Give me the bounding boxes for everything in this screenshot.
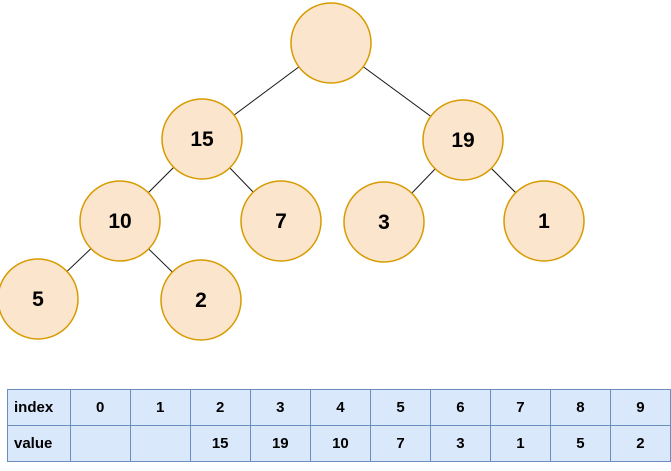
value-cell-7: 1: [489, 425, 551, 462]
tree-node-label: 10: [108, 210, 131, 233]
tree-node-19: 19: [422, 99, 504, 181]
index-cell-3: 3: [249, 389, 311, 426]
tree-node-circle: [79, 180, 161, 262]
row-header-value: value: [7, 425, 71, 462]
tree-node-label: 7: [275, 210, 287, 233]
row-header-index: index: [7, 389, 71, 426]
tree-node-circle: [422, 99, 504, 181]
index-cell-1: 1: [129, 389, 191, 426]
index-cell-7: 7: [489, 389, 551, 426]
tree-node-label: 3: [378, 211, 390, 234]
value-cell-6: 3: [429, 425, 491, 462]
value-cell-8: 5: [549, 425, 611, 462]
index-cell-5: 5: [370, 389, 431, 426]
tree-node-label: 2: [195, 289, 207, 312]
tree-node-label: 1: [538, 210, 550, 233]
tree-node-root: [290, 2, 372, 84]
index-cell-9: 9: [609, 389, 671, 426]
tree-node-15: 15: [161, 98, 243, 180]
index-cell-8: 8: [549, 389, 611, 426]
tree-node-label: 5: [32, 288, 44, 311]
tree-node-circle: [240, 180, 322, 262]
value-cell-3: 19: [249, 425, 311, 462]
tree-node-circle: [503, 180, 585, 262]
value-cell-5: 7: [370, 425, 431, 462]
tree-node-2: 2: [160, 259, 242, 341]
tree-node-label: 19: [451, 129, 474, 152]
tree-node-circle: [0, 258, 79, 340]
index-cell-6: 6: [429, 389, 491, 426]
tree-node-circle: [161, 98, 243, 180]
tree-node-3: 3: [343, 181, 425, 263]
tree-node-7: 7: [240, 180, 322, 262]
index-cell-4: 4: [309, 389, 372, 426]
value-cell-2: 15: [189, 425, 251, 462]
tree-node-5: 5: [0, 258, 79, 340]
value-cell-9: 2: [609, 425, 671, 462]
value-cell-0: [69, 425, 131, 462]
tree-node-10: 10: [79, 180, 161, 262]
tree-node-1: 1: [503, 180, 585, 262]
tree-node-label: 15: [190, 128, 214, 151]
tree-node-circle: [343, 181, 425, 263]
value-cell-4: 10: [309, 425, 372, 462]
index-cell-2: 2: [189, 389, 251, 426]
tree-node-circle: [290, 2, 372, 84]
tree-node-circle: [160, 259, 242, 341]
value-cell-1: [129, 425, 191, 462]
index-cell-0: 0: [69, 389, 131, 426]
